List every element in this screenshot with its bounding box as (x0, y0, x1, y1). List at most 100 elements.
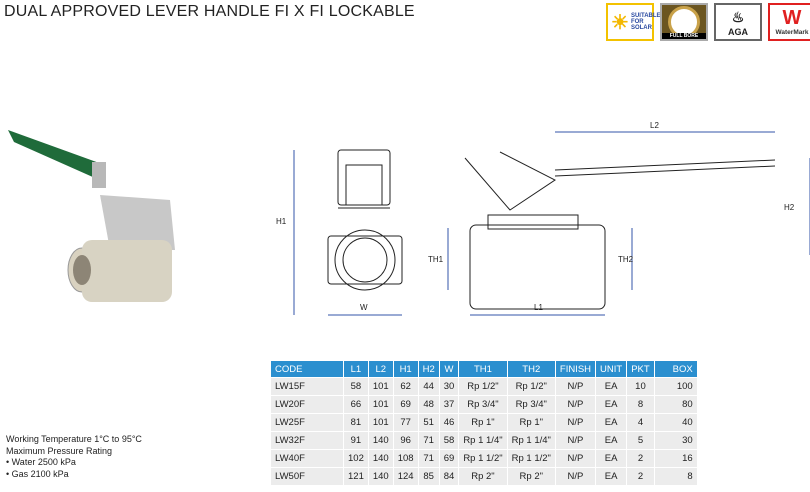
table-cell: 81 (344, 414, 368, 431)
column-header: CODE (271, 361, 343, 377)
table-cell: 8 (654, 468, 697, 485)
table-cell: Rp 3/4" (507, 396, 555, 413)
table-cell: 8 (627, 396, 654, 413)
table-cell: 80 (654, 396, 697, 413)
dimension-diagram: H1 W TH1 TH2 L1 L2 H2 (276, 121, 810, 316)
table-cell: 124 (393, 468, 418, 485)
table-cell: 101 (368, 414, 393, 431)
table-cell: 85 (418, 468, 439, 485)
column-header: TH1 (459, 361, 507, 377)
table-cell: 101 (368, 396, 393, 413)
table-cell: EA (596, 396, 627, 413)
table-cell: Rp 1 1/4" (507, 432, 555, 449)
column-header: L1 (344, 361, 368, 377)
l2-label: L2 (650, 121, 659, 130)
table-cell: 71 (418, 450, 439, 467)
table-cell: 77 (393, 414, 418, 431)
table-cell: Rp 1" (459, 414, 507, 431)
table-cell: LW50F (271, 468, 343, 485)
table-cell: 58 (439, 432, 459, 449)
aga-badge: ♨AGA (714, 3, 762, 41)
table-cell: N/P (555, 450, 596, 467)
table-cell: 51 (418, 414, 439, 431)
table-cell: 44 (418, 378, 439, 395)
table-cell: 4 (627, 414, 654, 431)
table-cell: 121 (344, 468, 368, 485)
table-cell: 10 (627, 378, 654, 395)
table-cell: 69 (393, 396, 418, 413)
table-cell: EA (596, 432, 627, 449)
table-cell: 62 (393, 378, 418, 395)
table-cell: 40 (654, 414, 697, 431)
gas-pressure: • Gas 2100 kPa (6, 468, 69, 479)
table-cell: EA (596, 450, 627, 467)
table-cell: Rp 1/2" (459, 378, 507, 395)
table-cell: 102 (344, 450, 368, 467)
table-cell: 30 (439, 378, 459, 395)
column-header: L2 (368, 361, 393, 377)
column-header: FINISH (555, 361, 596, 377)
h2-label: H2 (784, 203, 795, 212)
table-cell: EA (596, 414, 627, 431)
flame-icon: ♨ (731, 9, 745, 25)
table-cell: 46 (439, 414, 459, 431)
solar-badge: ☀SUITABLE FOR SOLAR (606, 3, 661, 41)
table-cell: 37 (439, 396, 459, 413)
table-cell: 66 (344, 396, 368, 413)
full-bore-badge: FULL BORE (660, 3, 708, 41)
column-header: BOX (654, 361, 697, 377)
table-cell: LW20F (271, 396, 343, 413)
table-cell: 5 (627, 432, 654, 449)
valve-photo (8, 130, 175, 302)
water-pressure: • Water 2500 kPa (6, 457, 76, 467)
table-cell: 69 (439, 450, 459, 467)
table-cell: N/P (555, 378, 596, 395)
table-cell: EA (596, 468, 627, 485)
pressure-heading: Maximum Pressure Rating (6, 445, 113, 456)
w-label: W (360, 303, 368, 312)
table-cell: Rp 1/2" (507, 378, 555, 395)
table-cell: Rp 2" (459, 468, 507, 485)
table-cell: 48 (418, 396, 439, 413)
column-header: PKT (627, 361, 654, 377)
page-title: DUAL APPROVED LEVER HANDLE FI X FI LOCKA… (4, 3, 415, 20)
table-cell: LW32F (271, 432, 343, 449)
table-cell: Rp 3/4" (459, 396, 507, 413)
table-cell: N/P (555, 414, 596, 431)
l1-label: L1 (534, 303, 543, 312)
table-cell: LW25F (271, 414, 343, 431)
table-cell: EA (596, 378, 627, 395)
column-header: UNIT (596, 361, 627, 377)
table-cell: LW40F (271, 450, 343, 467)
table-cell: 16 (654, 450, 697, 467)
table-cell: 30 (654, 432, 697, 449)
table-cell: Rp 1" (507, 414, 555, 431)
working-temperature: Working Temperature 1°C to 95°C (6, 434, 142, 444)
table-cell: 58 (344, 378, 368, 395)
table-cell: N/P (555, 432, 596, 449)
sun-icon: ☀ (611, 11, 629, 34)
column-header: H1 (393, 361, 418, 377)
table-cell: 101 (368, 378, 393, 395)
table-cell: 140 (368, 468, 393, 485)
watermark-logo-icon: W (782, 7, 802, 29)
column-header: TH2 (507, 361, 555, 377)
th1-label: TH1 (428, 255, 444, 264)
table-cell: 2 (627, 468, 654, 485)
table-cell: 100 (654, 378, 697, 395)
table-cell: Rp 1 1/2" (507, 450, 555, 467)
table-cell: Rp 1 1/4" (459, 432, 507, 449)
table-cell: 71 (418, 432, 439, 449)
table-cell: 140 (368, 432, 393, 449)
table-cell: 2 (627, 450, 654, 467)
table-cell: N/P (555, 468, 596, 485)
